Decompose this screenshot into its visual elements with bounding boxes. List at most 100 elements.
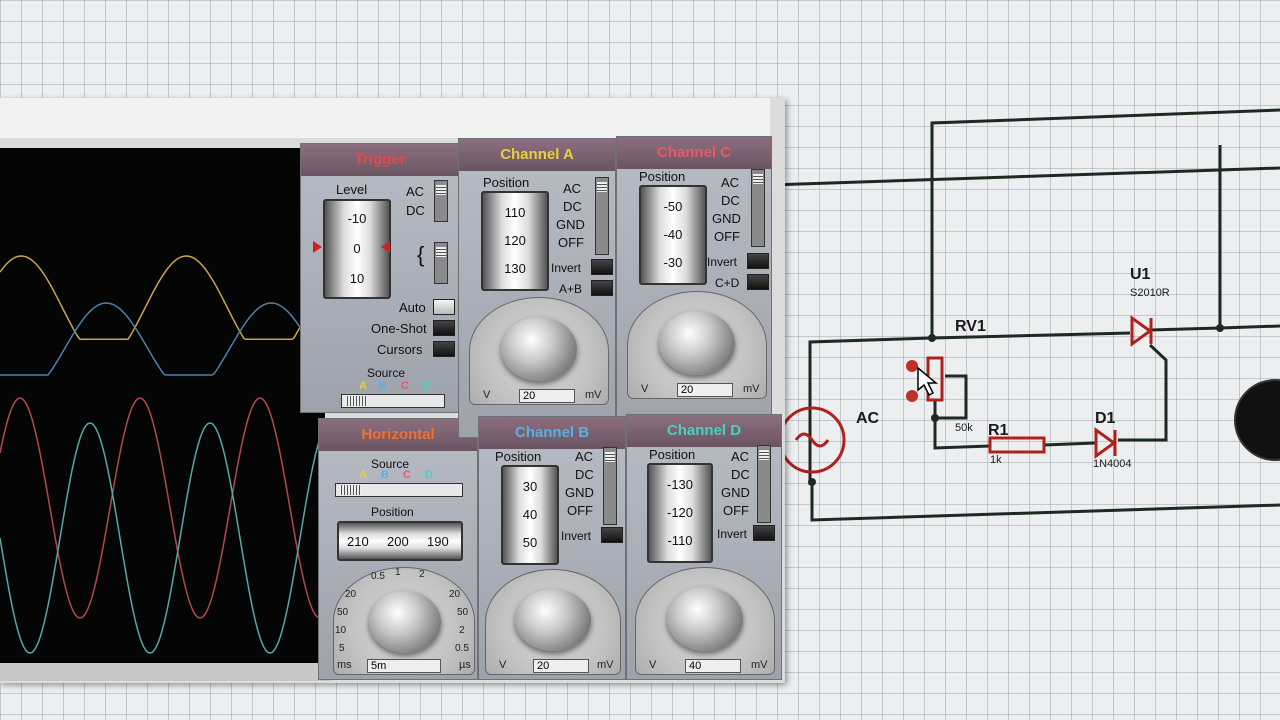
- trigger-marker-left: [313, 241, 322, 253]
- timebase-knob[interactable]: [369, 591, 441, 653]
- r1-body: [988, 436, 1046, 454]
- trigger-edge-switch[interactable]: [434, 242, 448, 284]
- channel-a-position-drum[interactable]: 110 120 130: [481, 191, 549, 291]
- trigger-coupling-dc: DC: [406, 203, 425, 218]
- horizontal-position-tick: 210: [347, 534, 369, 549]
- channel-b-coupling-ac: AC: [575, 449, 594, 464]
- timebase-tick: 0.5: [455, 643, 469, 654]
- channel-d-knob[interactable]: [667, 587, 743, 651]
- channel-c-tick: -30: [663, 255, 683, 270]
- r1-value: 1k: [990, 454, 1002, 466]
- channel-d-volts-dial[interactable]: V mV 40: [635, 567, 775, 675]
- trigger-source-d: D: [423, 380, 431, 392]
- channel-b-position-drum[interactable]: 30 40 50: [501, 465, 559, 565]
- horizontal-position-drum[interactable]: 210 200 190: [337, 521, 463, 561]
- u1-scr: [1130, 315, 1153, 347]
- channel-d-position-drum[interactable]: -130 -120 -110: [647, 463, 713, 563]
- channel-c-unit-right: mV: [743, 383, 760, 395]
- rv1-label: RV1: [955, 318, 986, 335]
- channel-b-coupling-switch[interactable]: [603, 447, 617, 525]
- channel-c-invert-button[interactable]: [747, 253, 769, 269]
- trigger-mode-cursors: Cursors: [377, 342, 423, 357]
- trigger-auto-button[interactable]: [433, 299, 455, 315]
- timebase-dial[interactable]: 20 50 10 5 0.5 1 2 20 50 2 0.5 ms µs 5m: [333, 567, 475, 675]
- channel-c-combine-label: C+D: [715, 276, 740, 290]
- channel-c-position-label: Position: [639, 169, 686, 184]
- ac-source-label: AC: [856, 410, 880, 427]
- r1-label: R1: [988, 422, 1009, 439]
- channel-a-tick: 130: [504, 261, 526, 276]
- trigger-one-shot-button[interactable]: [433, 320, 455, 336]
- timebase-tick: 50: [337, 607, 349, 618]
- channel-a-tick: 110: [504, 205, 526, 220]
- channel-d-coupling-gnd: GND: [721, 485, 750, 500]
- timebase-unit-right: µs: [459, 659, 471, 671]
- channel-c-knob[interactable]: [659, 311, 735, 375]
- channel-a-combine-label: A+B: [559, 282, 583, 296]
- trigger-edge-bracket: {: [417, 242, 425, 267]
- channel-d-tick: -110: [667, 533, 693, 548]
- timebase-value: 5m: [367, 659, 441, 673]
- channel-a-knob[interactable]: [501, 317, 577, 381]
- junction-dots: [808, 324, 1224, 486]
- timebase-tick: 5: [339, 643, 345, 654]
- channel-c-tick: -50: [663, 199, 683, 214]
- trigger-level-label: Level: [336, 182, 368, 197]
- display-scrollbar[interactable]: >: [0, 663, 330, 681]
- channel-a-panel: Channel A Position 110 120 130 AC DC GND…: [458, 138, 616, 438]
- channel-a-coupling-switch[interactable]: [595, 177, 609, 255]
- channel-a-combine-button[interactable]: [591, 280, 613, 296]
- channel-b-invert-label: Invert: [561, 529, 592, 543]
- channel-d-coupling-dc: DC: [731, 467, 750, 482]
- timebase-tick: 20: [345, 589, 357, 600]
- channel-c-combine-button[interactable]: [747, 274, 769, 290]
- trigger-panel: Trigger Level -10 0 10 AC DC { Auto One-…: [300, 143, 460, 413]
- scope-title-bar[interactable]: [0, 98, 770, 138]
- channel-d-value: 40: [685, 659, 741, 673]
- wire-u1-gate: [1118, 343, 1168, 442]
- channel-b-invert-button[interactable]: [601, 527, 623, 543]
- horizontal-panel: Horizontal Source A B C D Position 210 2…: [318, 418, 478, 680]
- oscilloscope-window[interactable]: > Trigger Level -10 0 10 AC DC { Auto On…: [0, 98, 785, 683]
- wire-bottom: [810, 485, 1280, 522]
- channel-d-position-label: Position: [649, 447, 696, 462]
- channel-d-unit-right: mV: [751, 659, 768, 671]
- rv1-value: 50k: [955, 422, 973, 434]
- channel-a-unit-right: mV: [585, 389, 602, 401]
- trigger-mode-auto: Auto: [399, 300, 426, 315]
- channel-b-volts-dial[interactable]: V mV 20: [485, 569, 621, 675]
- channel-a-coupling-gnd: GND: [556, 217, 585, 232]
- trace-channel-a: [0, 255, 325, 340]
- channel-c-volts-dial[interactable]: V mV 20: [627, 291, 767, 399]
- channel-c-coupling-switch[interactable]: [751, 169, 765, 247]
- channel-b-panel: Channel B Position 30 40 50 AC DC GND OF…: [478, 416, 626, 680]
- trace-channel-d: [0, 422, 325, 654]
- trigger-title: Trigger: [301, 144, 459, 176]
- channel-c-value: 20: [677, 383, 733, 397]
- channel-b-knob[interactable]: [515, 589, 591, 651]
- channel-a-volts-dial[interactable]: V mV 20: [469, 297, 609, 405]
- channel-a-invert-button[interactable]: [591, 259, 613, 275]
- channel-b-unit-left: V: [499, 659, 507, 671]
- horizontal-source-slider[interactable]: [335, 483, 463, 497]
- channel-d-invert-button[interactable]: [753, 525, 775, 541]
- horizontal-position-label: Position: [371, 505, 414, 519]
- trigger-source-b: B: [379, 380, 387, 392]
- trigger-cursors-button[interactable]: [433, 341, 455, 357]
- wire-rv1-wiper: [935, 374, 968, 420]
- channel-c-tick: -40: [663, 227, 683, 242]
- trigger-level-tick: 10: [349, 271, 365, 286]
- trace-channel-c: [0, 397, 325, 619]
- channel-d-unit-left: V: [649, 659, 657, 671]
- channel-d-coupling-switch[interactable]: [757, 445, 771, 523]
- channel-b-value: 20: [533, 659, 589, 673]
- trigger-level-drum[interactable]: -10 0 10: [323, 199, 391, 299]
- d1-value: 1N4004: [1093, 458, 1132, 470]
- wire-rv1-left: [808, 331, 1131, 485]
- channel-c-position-drum[interactable]: -50 -40 -30: [639, 185, 707, 285]
- trigger-coupling-switch[interactable]: [434, 180, 448, 222]
- trigger-source-slider[interactable]: [341, 394, 445, 408]
- horizontal-source-label: Source: [371, 457, 410, 471]
- wire-u1-right: [1149, 324, 1280, 332]
